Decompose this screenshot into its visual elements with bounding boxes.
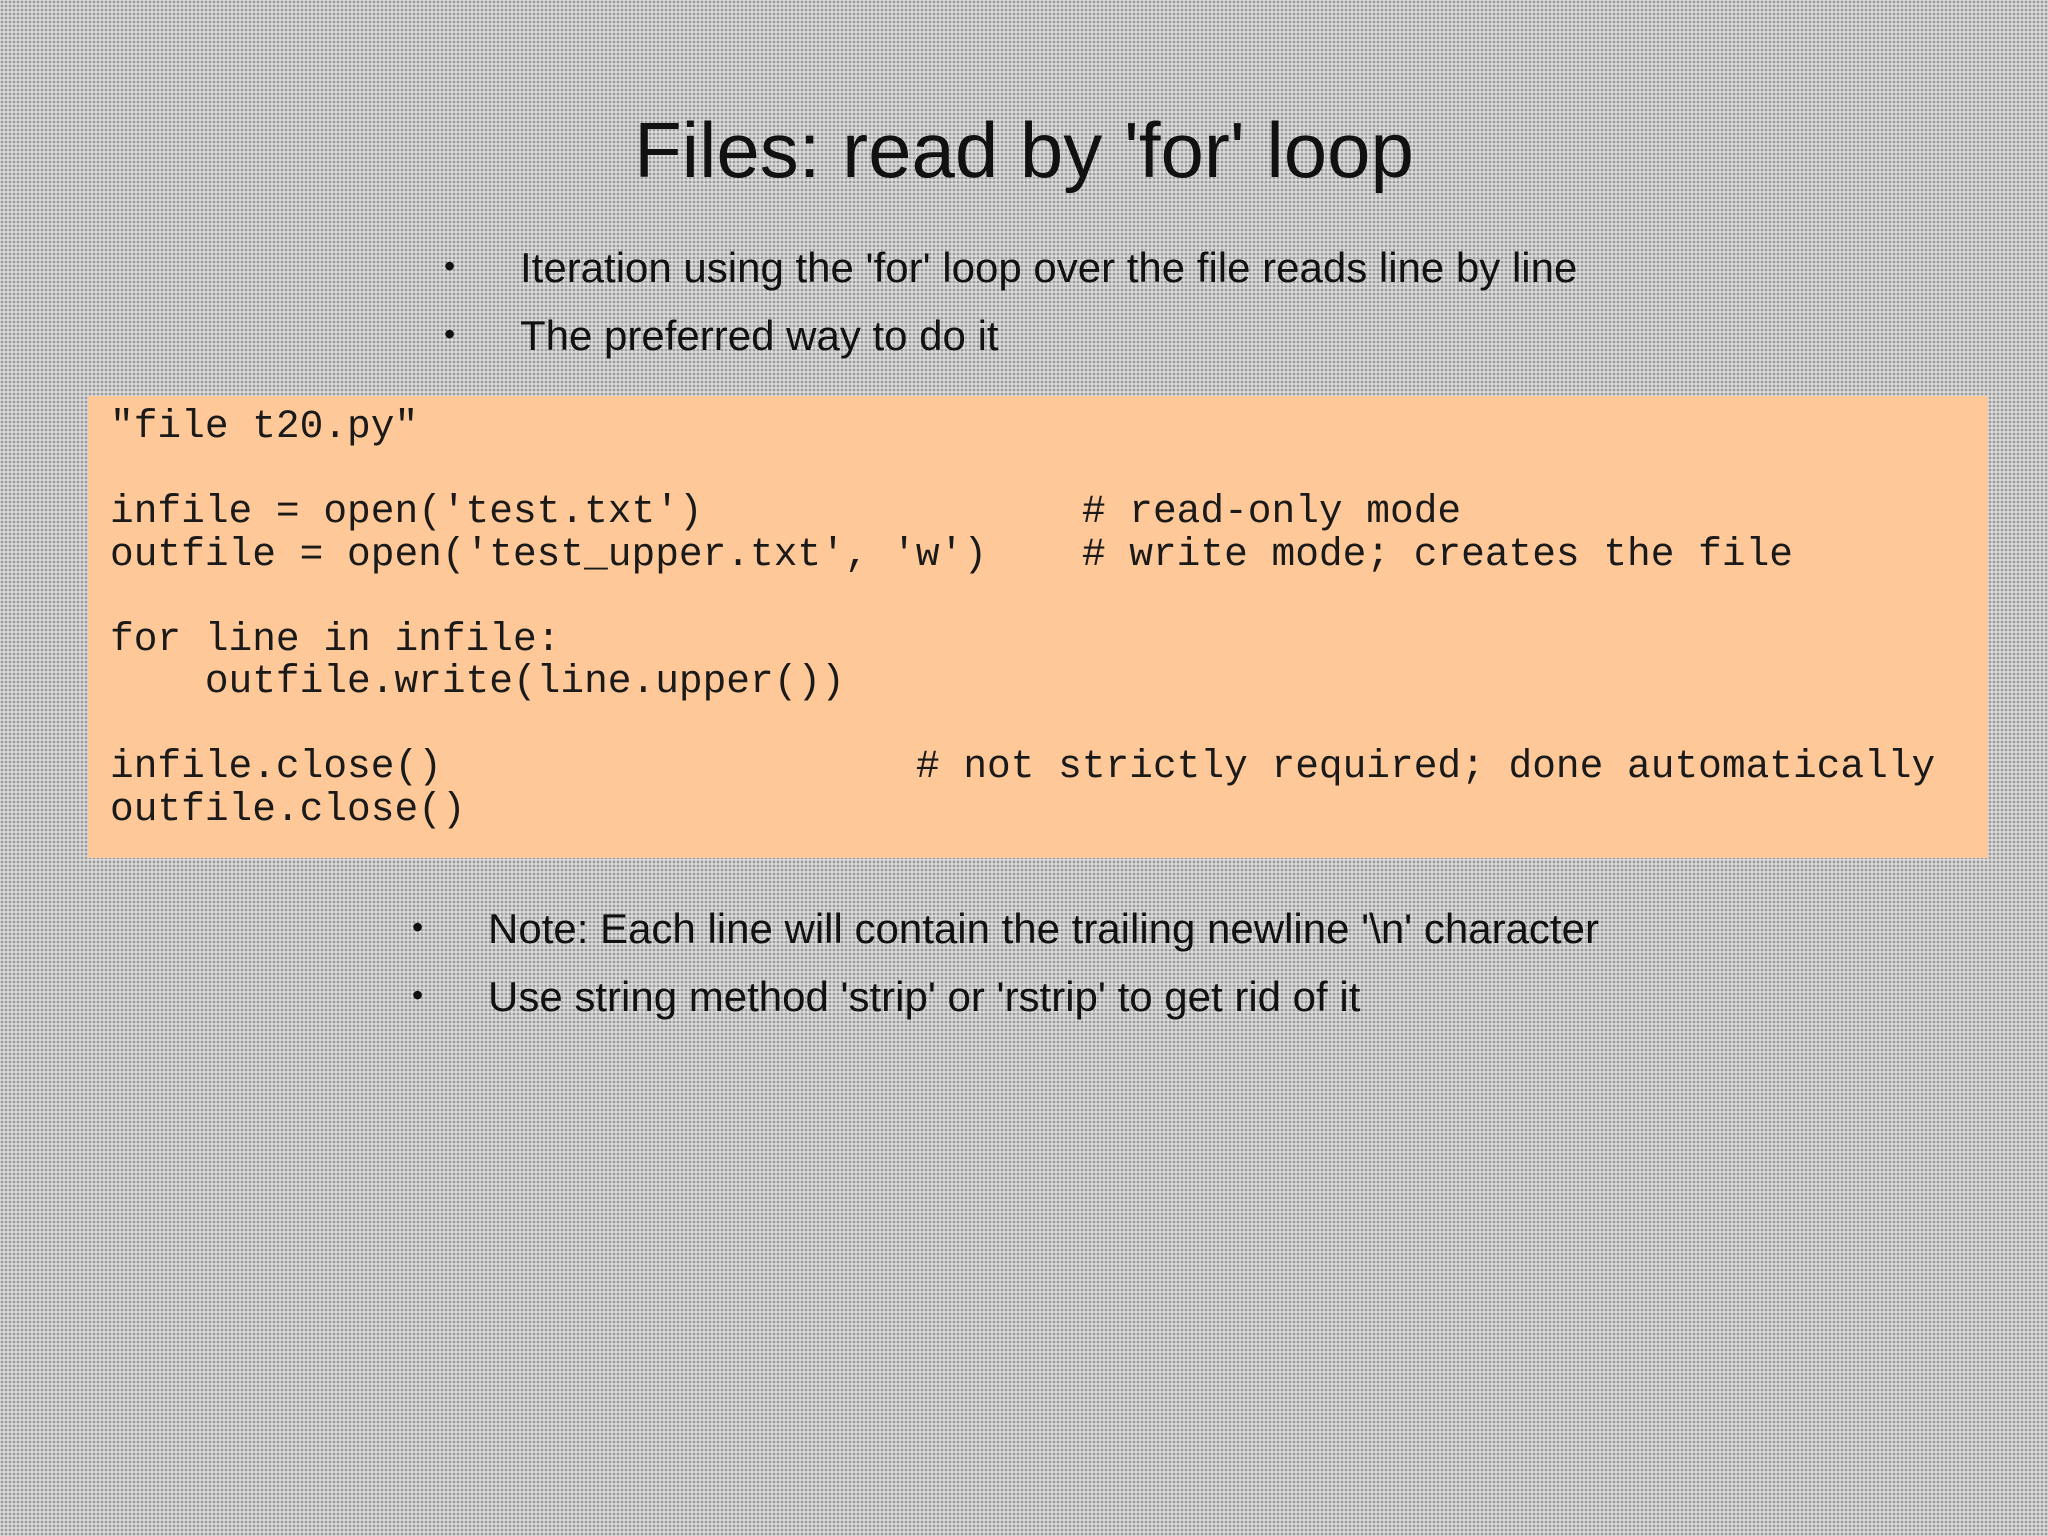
intro-bullet-list: • Iteration using the 'for' loop over th… bbox=[444, 234, 1577, 370]
code-line: infile = open('test.txt') # read-only mo… bbox=[110, 489, 1462, 534]
code-line: for line in infile: bbox=[110, 616, 561, 662]
code-line bbox=[110, 449, 1988, 492]
bullet-icon: • bbox=[444, 248, 456, 284]
code-line: "file t20.py" bbox=[110, 404, 419, 449]
bullet-item: • The preferred way to do it bbox=[444, 302, 1577, 370]
code-line: infile.close() # not strictly required; … bbox=[110, 744, 1936, 789]
bullet-text: Use string method 'strip' or 'rstrip' to… bbox=[488, 973, 1361, 1020]
code-line: outfile.close() bbox=[110, 786, 466, 832]
bullet-item: • Iteration using the 'for' loop over th… bbox=[444, 234, 1577, 302]
code-line bbox=[110, 704, 1988, 747]
bullet-icon: • bbox=[412, 977, 424, 1013]
bullet-icon: • bbox=[444, 316, 456, 352]
code-line: outfile.write(line.upper()) bbox=[110, 659, 845, 704]
bullet-item: • Note: Each line will contain the trail… bbox=[412, 895, 1599, 963]
bullet-icon: • bbox=[412, 909, 424, 945]
bullet-text: The preferred way to do it bbox=[520, 312, 999, 359]
code-line: outfile = open('test_upper.txt', 'w') # … bbox=[110, 531, 1793, 577]
code-block: "file t20.py" infile = open('test.txt') … bbox=[88, 396, 1988, 858]
slide-title: Files: read by 'for' loop bbox=[634, 106, 1414, 194]
code-line bbox=[110, 576, 1988, 619]
bullet-text: Iteration using the 'for' loop over the … bbox=[520, 244, 1578, 291]
note-bullet-list: • Note: Each line will contain the trail… bbox=[412, 895, 1599, 1031]
bullet-item: • Use string method 'strip' or 'rstrip' … bbox=[412, 963, 1599, 1031]
bullet-text: Note: Each line will contain the trailin… bbox=[488, 905, 1599, 952]
